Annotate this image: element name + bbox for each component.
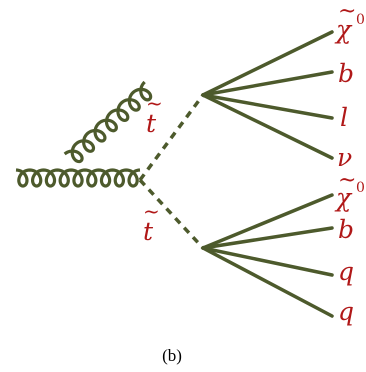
figure-caption: (b) <box>162 346 182 365</box>
upper-nu-label: ν <box>337 143 352 172</box>
svg-text:~: ~ <box>146 91 163 115</box>
gluon-horizontal <box>15 168 141 188</box>
svg-text:t: t <box>143 217 154 246</box>
svg-text:~: ~ <box>143 199 160 223</box>
lower-decay-lines <box>201 193 334 318</box>
svg-text:χ: χ <box>334 183 353 212</box>
lower-q2-label: q <box>338 297 354 326</box>
svg-text:~: ~ <box>338 0 356 24</box>
lower-b-label: b <box>338 215 354 244</box>
upper-decay-lines <box>201 30 334 160</box>
svg-text:0: 0 <box>356 180 365 196</box>
lower-q1-label: q <box>338 257 354 286</box>
stop-lower-label: ~ t <box>143 199 160 246</box>
svg-text:χ: χ <box>334 15 353 44</box>
stop-upper-line <box>138 93 205 182</box>
upper-l-label: l <box>340 103 348 132</box>
lower-neutralino-label: ~ χ 0 <box>334 168 365 212</box>
stop-upper-label: ~ t <box>146 91 163 138</box>
upper-b-label: b <box>338 59 354 88</box>
upper-neutralino-label: ~ χ 0 <box>334 0 365 44</box>
gluon-diagonal <box>63 80 153 164</box>
stop-lower-line <box>138 178 205 250</box>
svg-text:t: t <box>146 109 157 138</box>
svg-text:0: 0 <box>356 12 365 28</box>
svg-text:~: ~ <box>338 168 356 193</box>
